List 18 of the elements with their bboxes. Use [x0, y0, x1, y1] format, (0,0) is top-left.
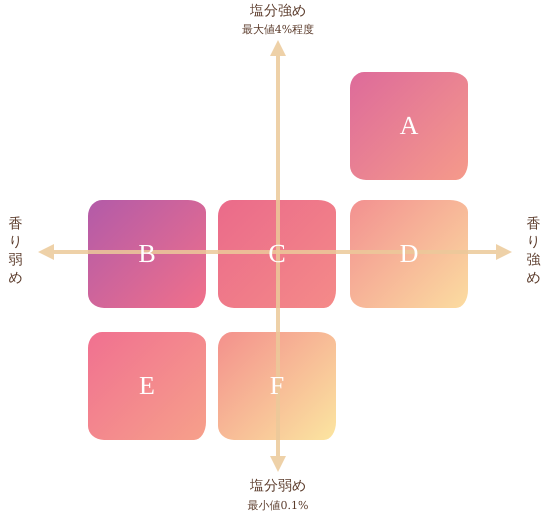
- axis-label: 塩分弱め: [250, 477, 306, 495]
- rounded-tile: [218, 332, 336, 440]
- tile-letter: D: [398, 239, 420, 269]
- axis-label: 香り弱め: [8, 215, 23, 287]
- axis-label: 香り強め: [526, 215, 541, 287]
- tile-letter: E: [138, 371, 156, 401]
- tile-letter: A: [398, 111, 420, 141]
- tile-letter: B: [137, 239, 157, 269]
- tile-letter: F: [268, 371, 286, 401]
- rounded-tile: [350, 200, 468, 308]
- rounded-tile: [88, 200, 206, 308]
- tile-letter: C: [267, 239, 287, 269]
- rounded-tile: [350, 72, 468, 180]
- axis-note: 最大値4%程度: [242, 22, 314, 37]
- rounded-tile: [88, 332, 206, 440]
- axis-label: 塩分強め: [250, 2, 306, 20]
- axis-note: 最小値0.1%: [248, 498, 308, 513]
- rounded-tile: [218, 200, 336, 308]
